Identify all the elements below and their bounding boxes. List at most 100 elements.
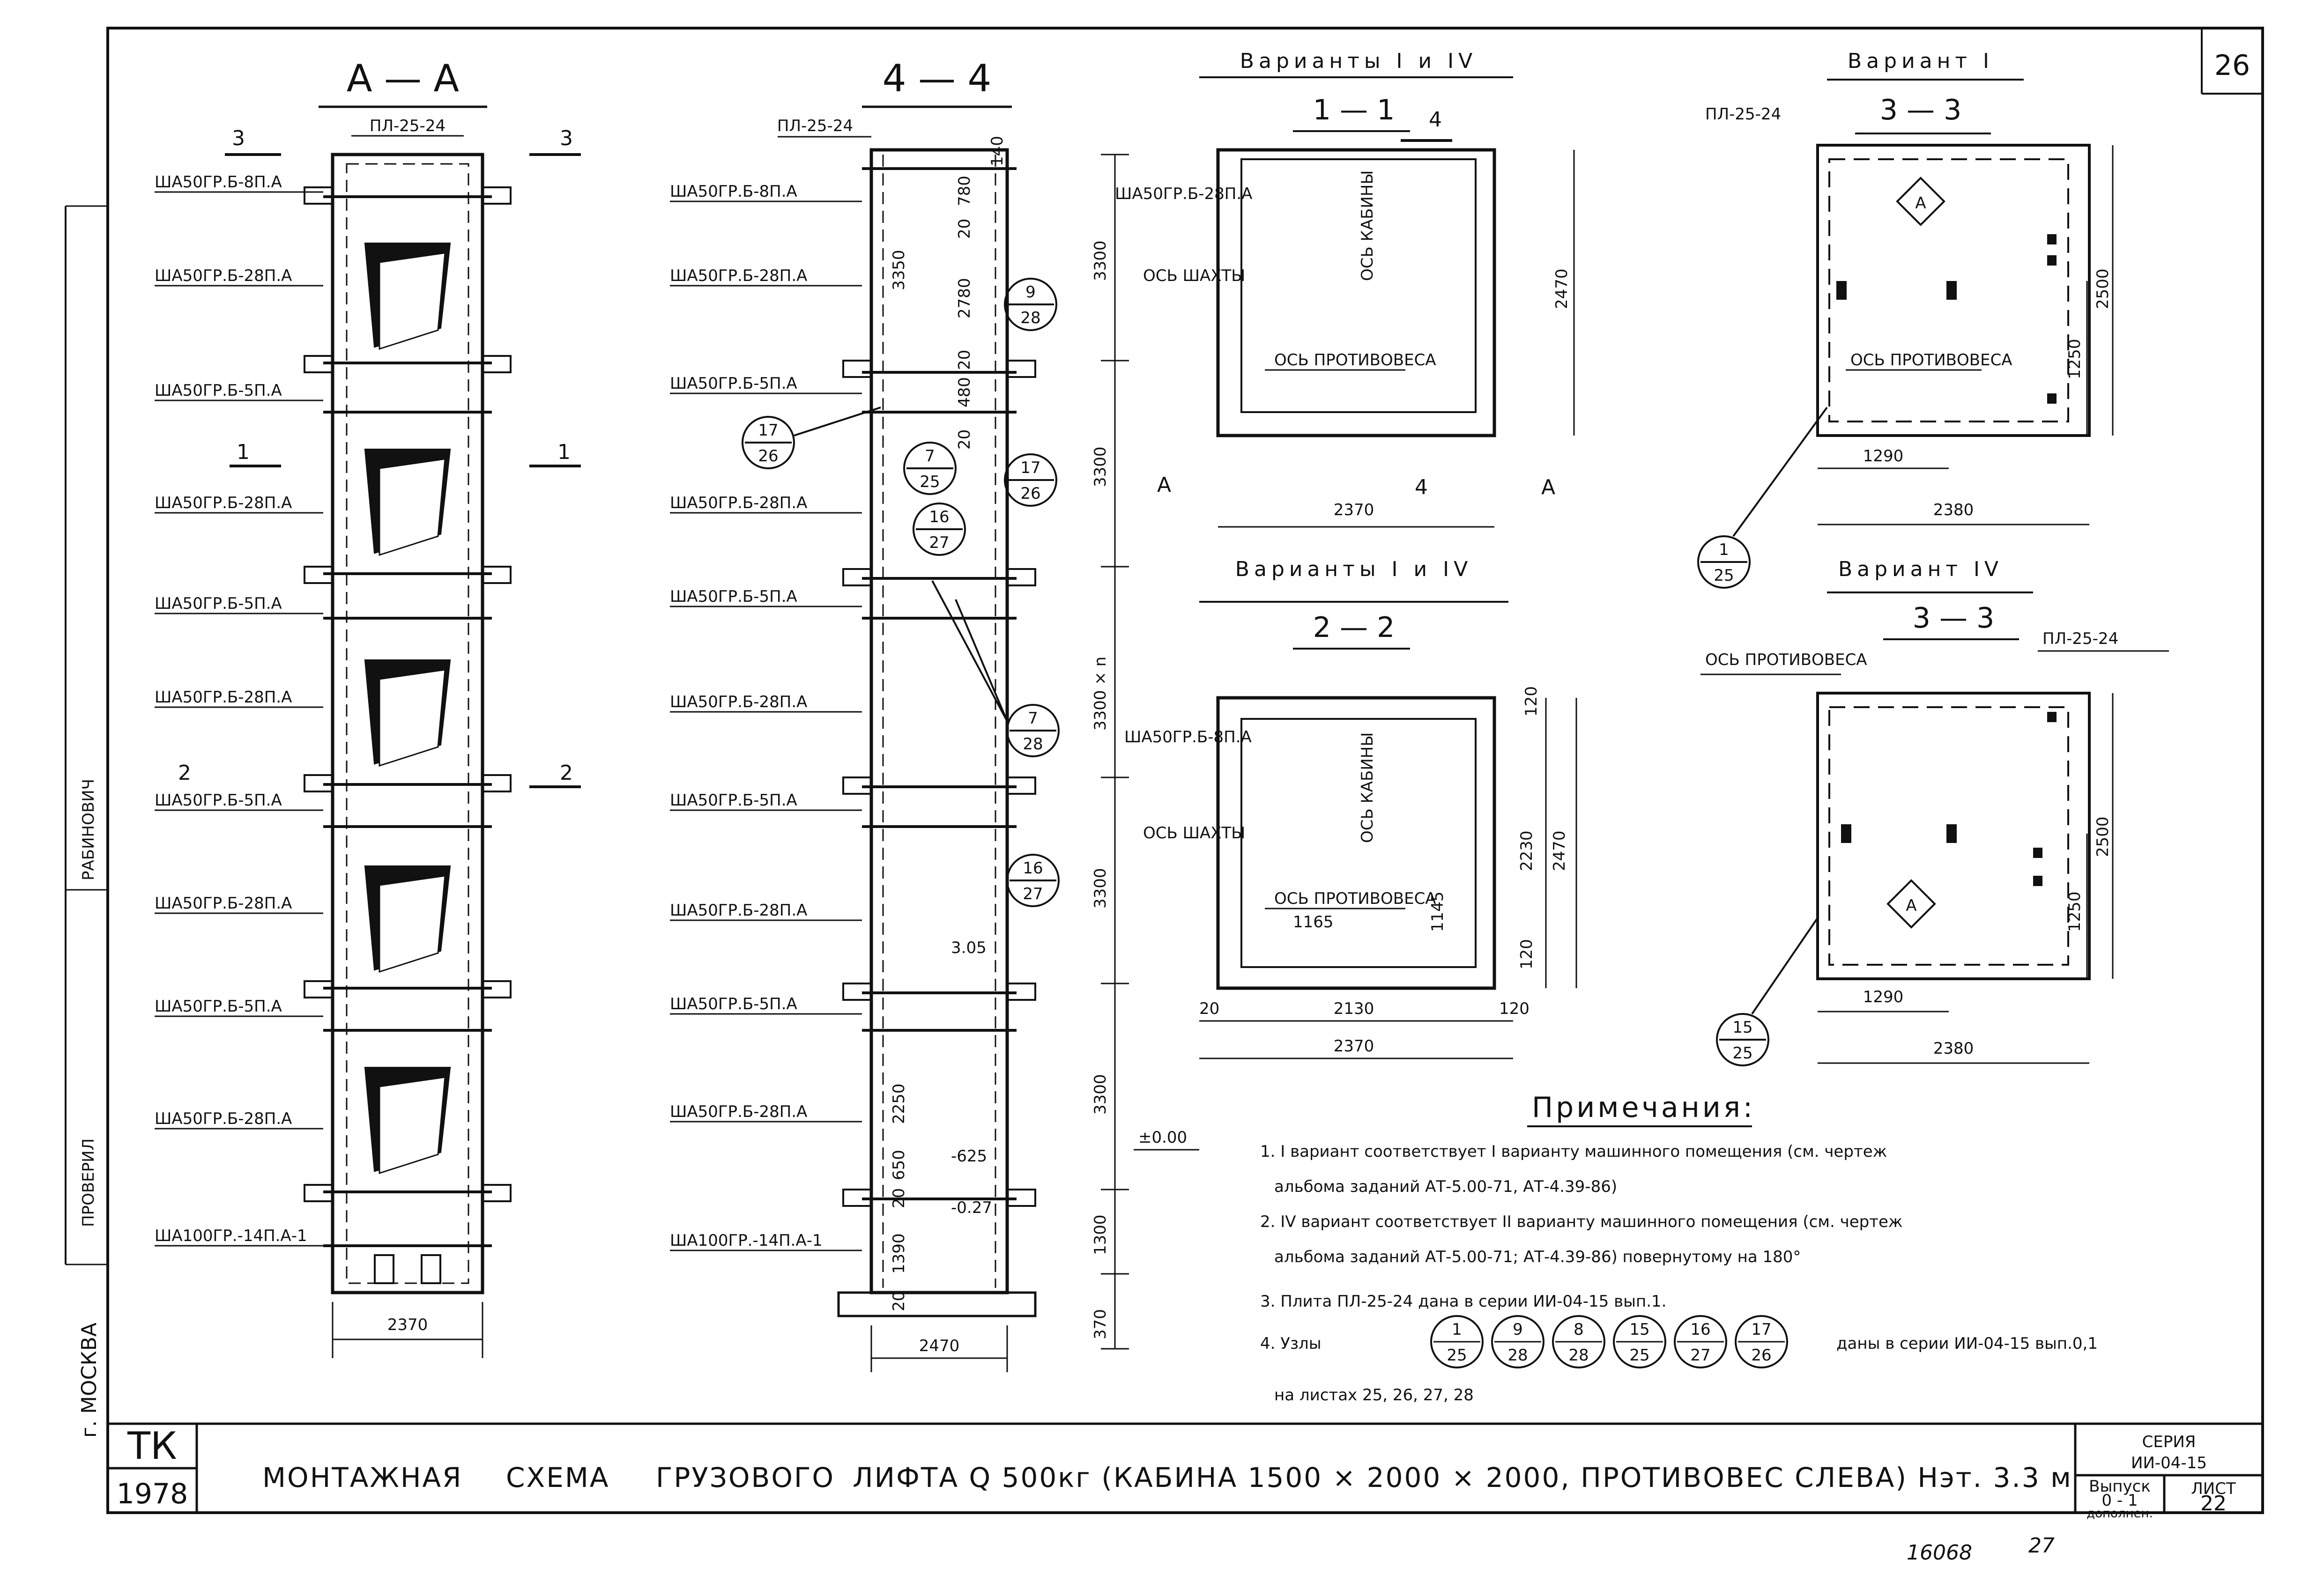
- section-44-level-label: ША50ГР.Б-8П.А: [670, 182, 797, 201]
- plan-22-d120a: 120: [1522, 686, 1541, 717]
- section-44-level-label: ША50ГР.Б-5П.А: [670, 791, 797, 810]
- node-1-25-top: 1: [1719, 540, 1729, 559]
- node-16-27a-bottom: 27: [929, 533, 949, 552]
- dim-inner-12: 20: [890, 1291, 908, 1311]
- plan-22-d120c: 120: [1499, 999, 1530, 1018]
- plan-22-d2230: 2230: [1517, 830, 1536, 871]
- plan-33b-heading: 3 — 3: [1913, 602, 1995, 635]
- section-44-level-label: ША50ГР.Б-5П.А: [670, 374, 797, 393]
- sheet-value: 22: [2200, 1492, 2227, 1515]
- section-44-level-label: ША50ГР.Б-5П.А: [670, 995, 797, 1013]
- margin-name: РАБИНОВИЧ: [79, 779, 98, 880]
- section-aa-level-label: ША50ГР.Б-8П.А: [155, 173, 282, 192]
- section-44: 4 — 4 ПЛ-25-24: [670, 57, 1199, 1372]
- note-node-circle: [1735, 1315, 1788, 1368]
- dim-inner-1: 780: [955, 176, 974, 206]
- plan-22-d120b: 120: [1517, 939, 1536, 969]
- section-aa-heading: А — А: [347, 57, 460, 100]
- plan-1-1: Варианты I и IV 1 — 1 4 ША50ГР.Б-28П.А О…: [1115, 49, 1575, 528]
- dim-inner-10: 20: [890, 1188, 908, 1208]
- dim-inner-5: 20: [955, 350, 974, 370]
- sheet-number: 26: [2214, 49, 2250, 82]
- dim-inner-4: 2780: [955, 278, 974, 318]
- note-node-bottom: 25: [1447, 1346, 1467, 1365]
- section-44-level-label: ША50ГР.Б-28П.А: [670, 693, 807, 711]
- plan-33b-variant: Вариант IV: [1838, 557, 2003, 581]
- section-aa-level-label: ША50ГР.Б-28П.А: [155, 494, 292, 512]
- node-1-25-bottom: 25: [1714, 566, 1734, 585]
- dim-right-0: 3300: [1091, 240, 1110, 281]
- title-word-2: СХЕМА: [506, 1462, 610, 1493]
- note-node-top: 17: [1751, 1320, 1771, 1339]
- section-aa-level-label: ША50ГР.Б-5П.А: [155, 791, 282, 810]
- issue-label: Выпуск: [2089, 1477, 2151, 1496]
- note-3: 3. Плита ПЛ-25-24 дана в серии ИИ-04-15 …: [1260, 1292, 1666, 1311]
- section-44-heading: 4 — 4: [883, 57, 992, 100]
- plan-33a-marker: А: [1915, 194, 1926, 213]
- node-16-27a-top: 16: [929, 508, 949, 526]
- note-node-circle: [1430, 1315, 1484, 1368]
- note-node-circle: [1674, 1315, 1727, 1368]
- mark-minus-027: -0.27: [951, 1198, 992, 1217]
- node-17-26a-bottom: 26: [758, 447, 778, 466]
- note-node-bottom: 27: [1690, 1346, 1710, 1365]
- section-aa-level-label: ША50ГР.Б-28П.А: [155, 1109, 292, 1128]
- note-node-bottom: 26: [1751, 1346, 1771, 1365]
- note-1b: альбома заданий АТ-5.00-71, АТ-4.39-86): [1274, 1177, 1617, 1196]
- section-aa: А — А ПЛ-25-24: [155, 57, 581, 1358]
- bottom-number: 16068: [1907, 1541, 1972, 1565]
- plan-11-mark-a4: А: [1157, 473, 1171, 497]
- note-node-bottom: 25: [1629, 1346, 1649, 1365]
- section-aa-level-label: ША50ГР.Б-28П.А: [155, 688, 292, 707]
- section-44-level-label: ША50ГР.Б-28П.А: [670, 266, 807, 285]
- note-node-circle: [1491, 1315, 1544, 1368]
- dim-inner-0: 140: [988, 136, 1007, 166]
- note-node-circle: [1613, 1315, 1666, 1368]
- plan-22-heading: 2 — 2: [1313, 611, 1395, 644]
- plan-22-d20: 20: [1199, 999, 1219, 1018]
- plan-11-axis-shaft: ОСЬ ШАХТЫ: [1143, 266, 1245, 285]
- note-node-circle: [1552, 1315, 1605, 1368]
- node-7-28-bottom: 28: [1023, 735, 1043, 754]
- section-aa-level-label: ША50ГР.Б-5П.А: [155, 997, 282, 1016]
- mark-minus-625: -625: [951, 1147, 987, 1166]
- plan-33b-axis-cw: ОСЬ ПРОТИВОВЕСА: [1705, 651, 1867, 669]
- section-aa-top-slab: ПЛ-25-24: [370, 117, 445, 135]
- title-word-3: ГРУЗОВОГО: [656, 1462, 835, 1493]
- node-9-28-bottom: 28: [1020, 309, 1040, 327]
- plan-33a-axis-cw: ОСЬ ПРОТИВОВЕСА: [1850, 351, 2012, 370]
- section-44-level-label: ША50ГР.Б-28П.А: [670, 901, 807, 920]
- cut-1-right: 1: [557, 440, 571, 464]
- plan-22-beam: ША50ГР.Б-8П.А: [1124, 728, 1252, 747]
- dim-inner-8: 2250: [890, 1083, 908, 1124]
- note-4b: даны в серии ИИ-04-15 вып.0,1: [1836, 1334, 2098, 1353]
- plan-33b-d1250: 1250: [2065, 891, 2084, 932]
- plan-22-axis-cabin: ОСЬ КАБИНЫ: [1358, 732, 1377, 843]
- bottom-page: 27: [2028, 1534, 2055, 1558]
- plan-33a-d1290: 1290: [1863, 447, 1904, 466]
- dim-right-3: 3300: [1091, 868, 1110, 909]
- plan-33a-d2380: 2380: [1933, 501, 1974, 519]
- plan-33a-heading: 3 — 3: [1880, 94, 1962, 126]
- cut-3-left: 3: [232, 126, 245, 150]
- plan-22-d1145: 1145: [1428, 891, 1447, 932]
- dim-inner-11: 1390: [890, 1233, 908, 1274]
- note-4c: на листах 25, 26, 27, 28: [1274, 1386, 1474, 1405]
- sheet-label: ЛИСТ: [2191, 1479, 2236, 1498]
- series-label: СЕРИЯ: [2142, 1433, 2196, 1451]
- node-15-25-bottom: 25: [1732, 1044, 1752, 1063]
- margin-checked: ПРОВЕРИЛ: [79, 1138, 98, 1227]
- node-7-25-top: 7: [925, 447, 935, 466]
- dim-inner-9: 650: [890, 1150, 908, 1180]
- plan-22-axis-shaft: ОСЬ ШАХТЫ: [1143, 824, 1245, 843]
- dim-right-2: 3300 × n: [1091, 657, 1110, 731]
- title-word-1: МОНТАЖНАЯ: [262, 1462, 462, 1493]
- plan-22-d1165: 1165: [1293, 913, 1334, 931]
- issue-note: дополнен.: [2086, 1507, 2153, 1521]
- node-17-26b-top: 17: [1020, 458, 1040, 477]
- node-16-27b-top: 16: [1023, 859, 1043, 878]
- section-44-top-slab: ПЛ-25-24: [777, 117, 853, 135]
- section-44-level-label: ША50ГР.Б-5П.А: [670, 587, 797, 606]
- dim-right-5: 1300: [1091, 1214, 1110, 1255]
